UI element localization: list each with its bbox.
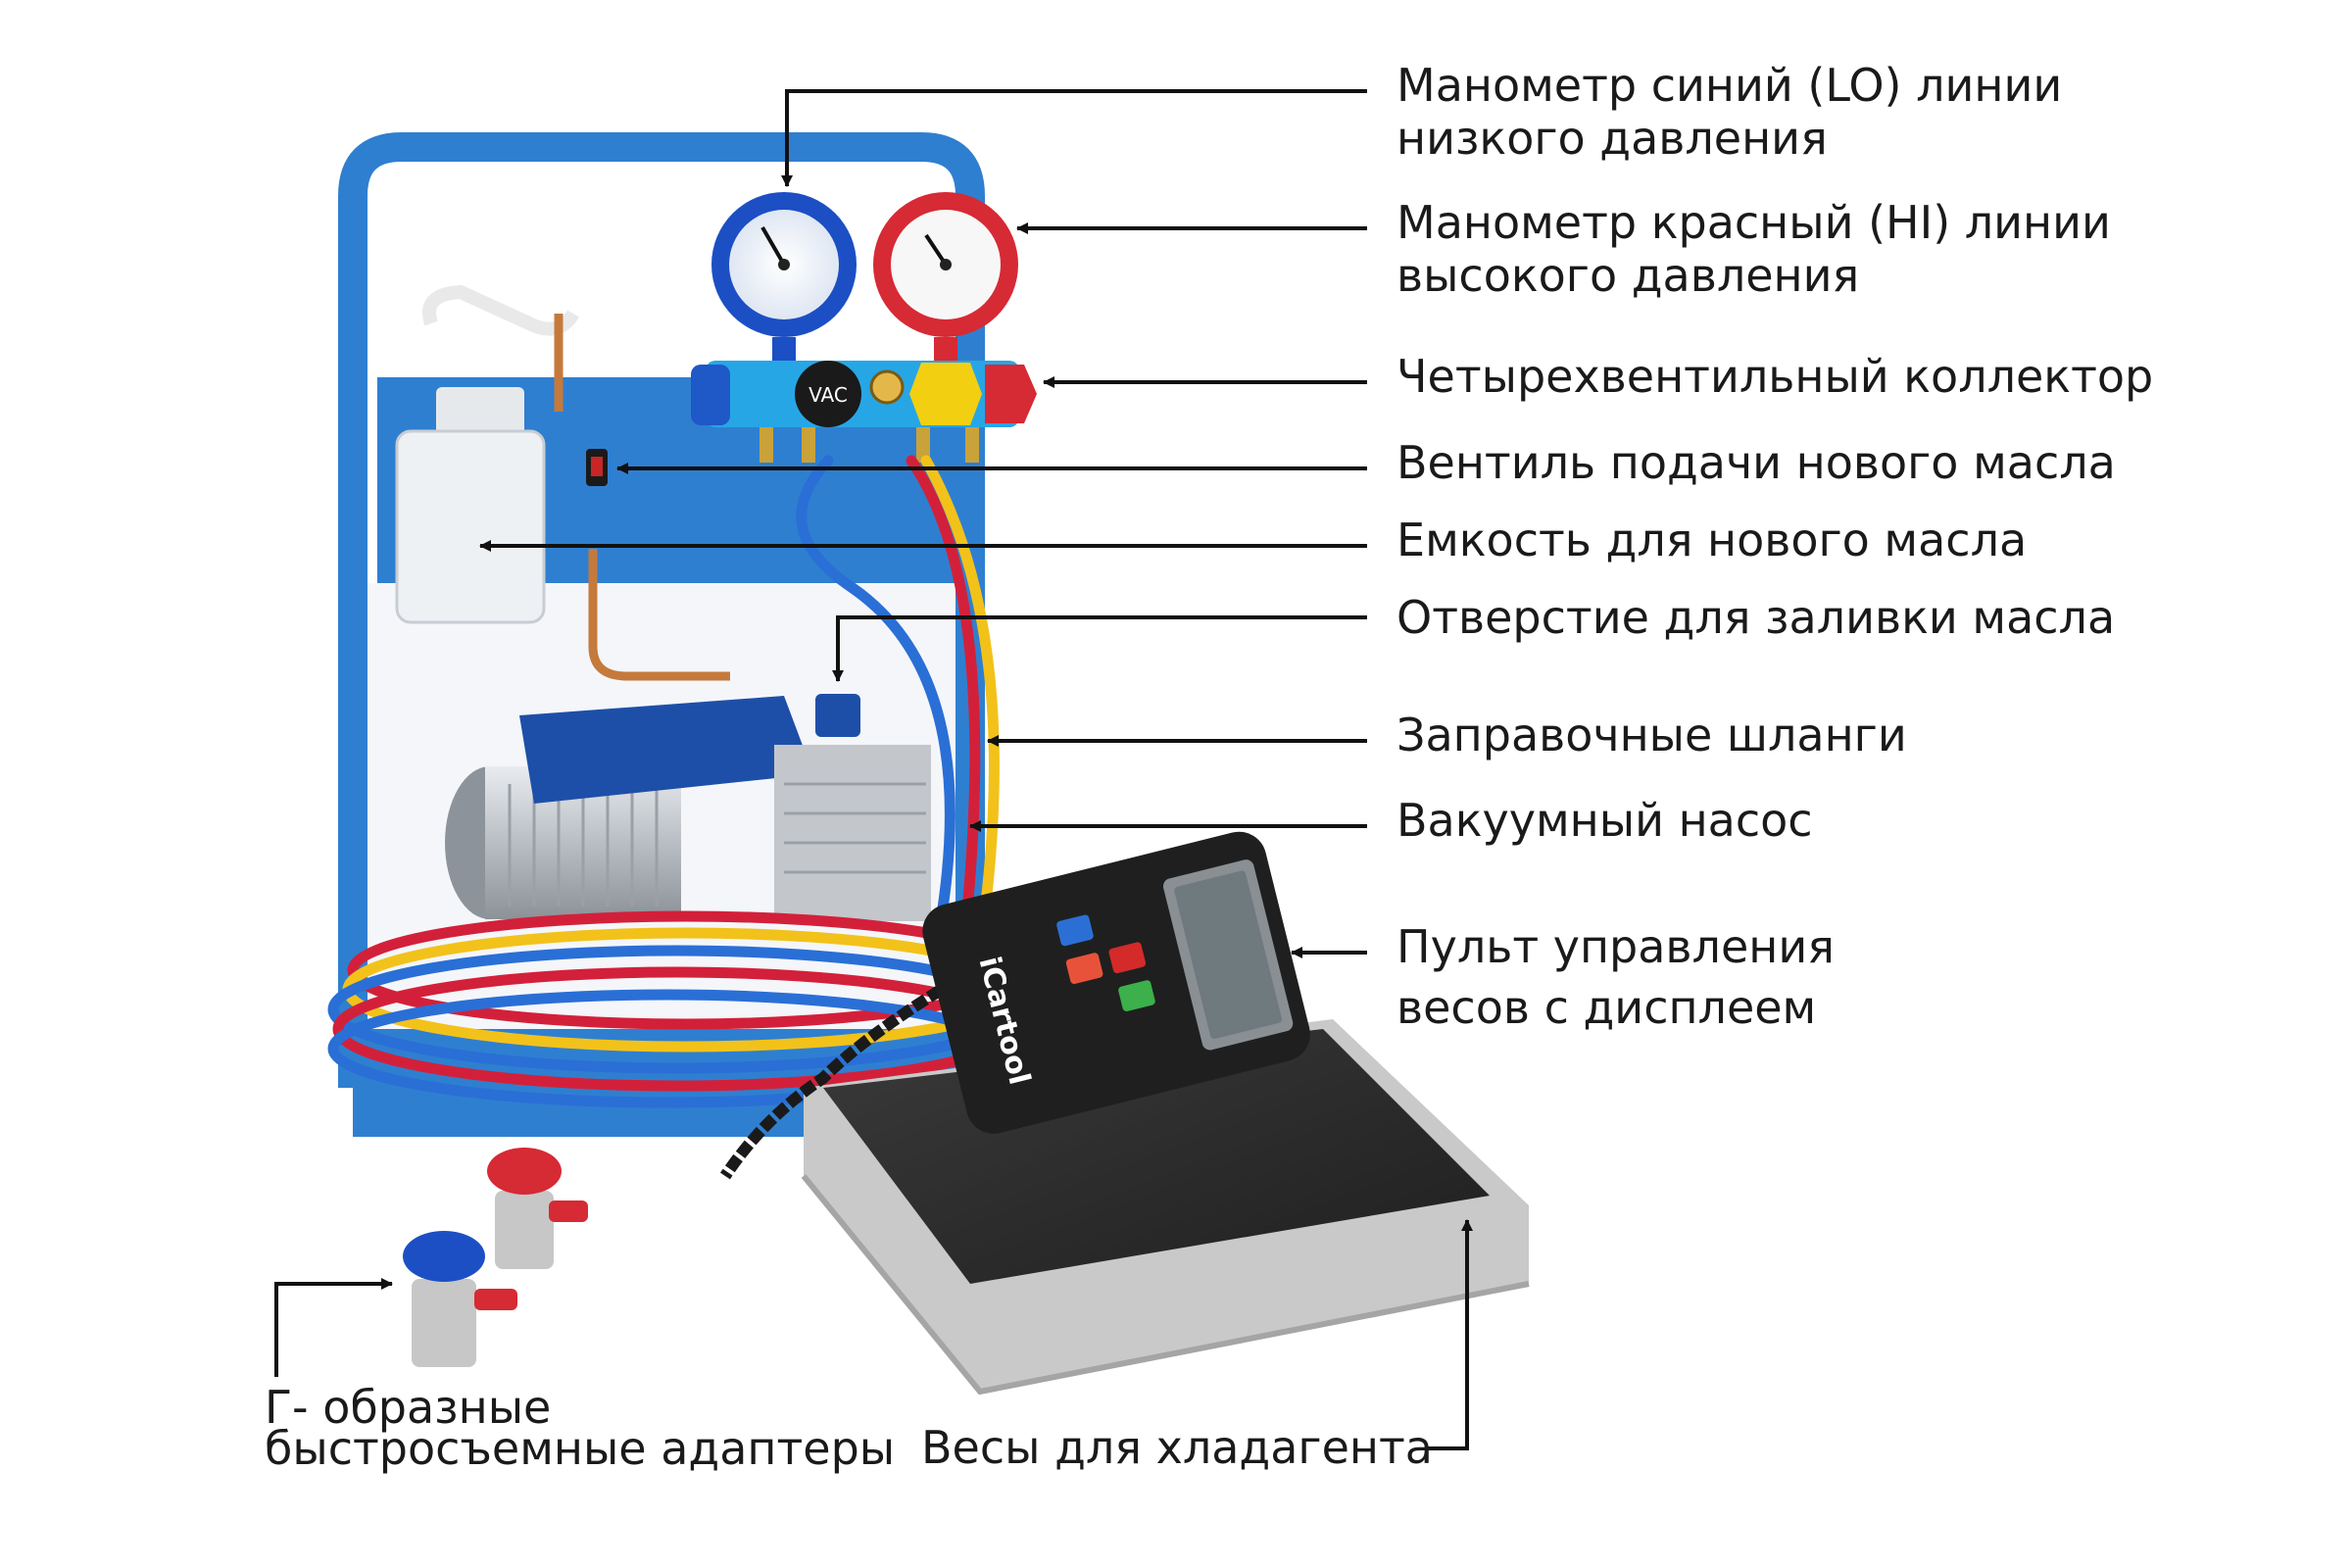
leader-scale [1426,1219,1473,1450]
knob-blue [691,365,730,425]
scale-remote: iCartool [922,831,1310,1134]
label-hi-gauge-line2: высокого давления [1396,249,1860,302]
label-remote-line2: весов с дисплеем [1396,981,1817,1034]
vacuum-pump [445,694,931,921]
gauge-hi [873,192,1018,363]
oil-fill-cap [815,694,860,737]
knob-vac-label: VAC [808,383,848,407]
label-hoses: Заправочные шланги [1396,709,1907,761]
label-scale: Весы для хладагента [921,1421,1433,1474]
knob-yellow [909,363,982,425]
gauge-lo [711,192,857,363]
label-vacuum-pump: Вакуумный насос [1396,794,1813,847]
label-oil-valve: Вентиль подачи нового масла [1396,436,2116,489]
copper-tube [554,314,730,681]
label-adapters-line2: быстросъемные адаптеры [265,1422,896,1475]
quick-adapters [403,1148,588,1367]
label-lo-gauge: Манометр синий (LO) линии низкого давлен… [1396,59,2062,165]
label-adapters: Г- образные быстросъемные адаптеры [265,1381,896,1475]
knob-red [985,365,1037,423]
manifold: VAC [691,361,1037,463]
leader-lo-gauge [781,89,1367,187]
coiled-cable [720,984,945,1180]
label-lo-gauge-line2: низкого давления [1396,112,1828,165]
leader-adapters [274,1278,393,1377]
label-oil-tank: Емкость для нового масла [1396,514,2028,566]
label-hi-gauge: Манометр красный (HI) линии высокого дав… [1396,196,2111,302]
frame-left-post [338,132,985,1088]
label-remote: Пульт управления весов с дисплеем [1396,916,1835,1038]
label-lo-gauge-line1: Манометр синий (LO) линии [1396,59,2063,112]
oil-tank [395,284,580,624]
leader-lines [274,89,1473,1450]
label-manifold: Четырехвентильный коллектор [1396,350,2154,403]
label-adapters-line1: Г- образные [265,1381,552,1434]
label-oil-fill: Отверстие для заливки масла [1396,591,2116,644]
leader-oil-fill [832,615,1367,682]
label-hi-gauge-line1: Манометр красный (HI) линии [1396,196,2111,249]
knob-vac [795,361,861,427]
label-remote-line1: Пульт управления [1396,920,1835,973]
